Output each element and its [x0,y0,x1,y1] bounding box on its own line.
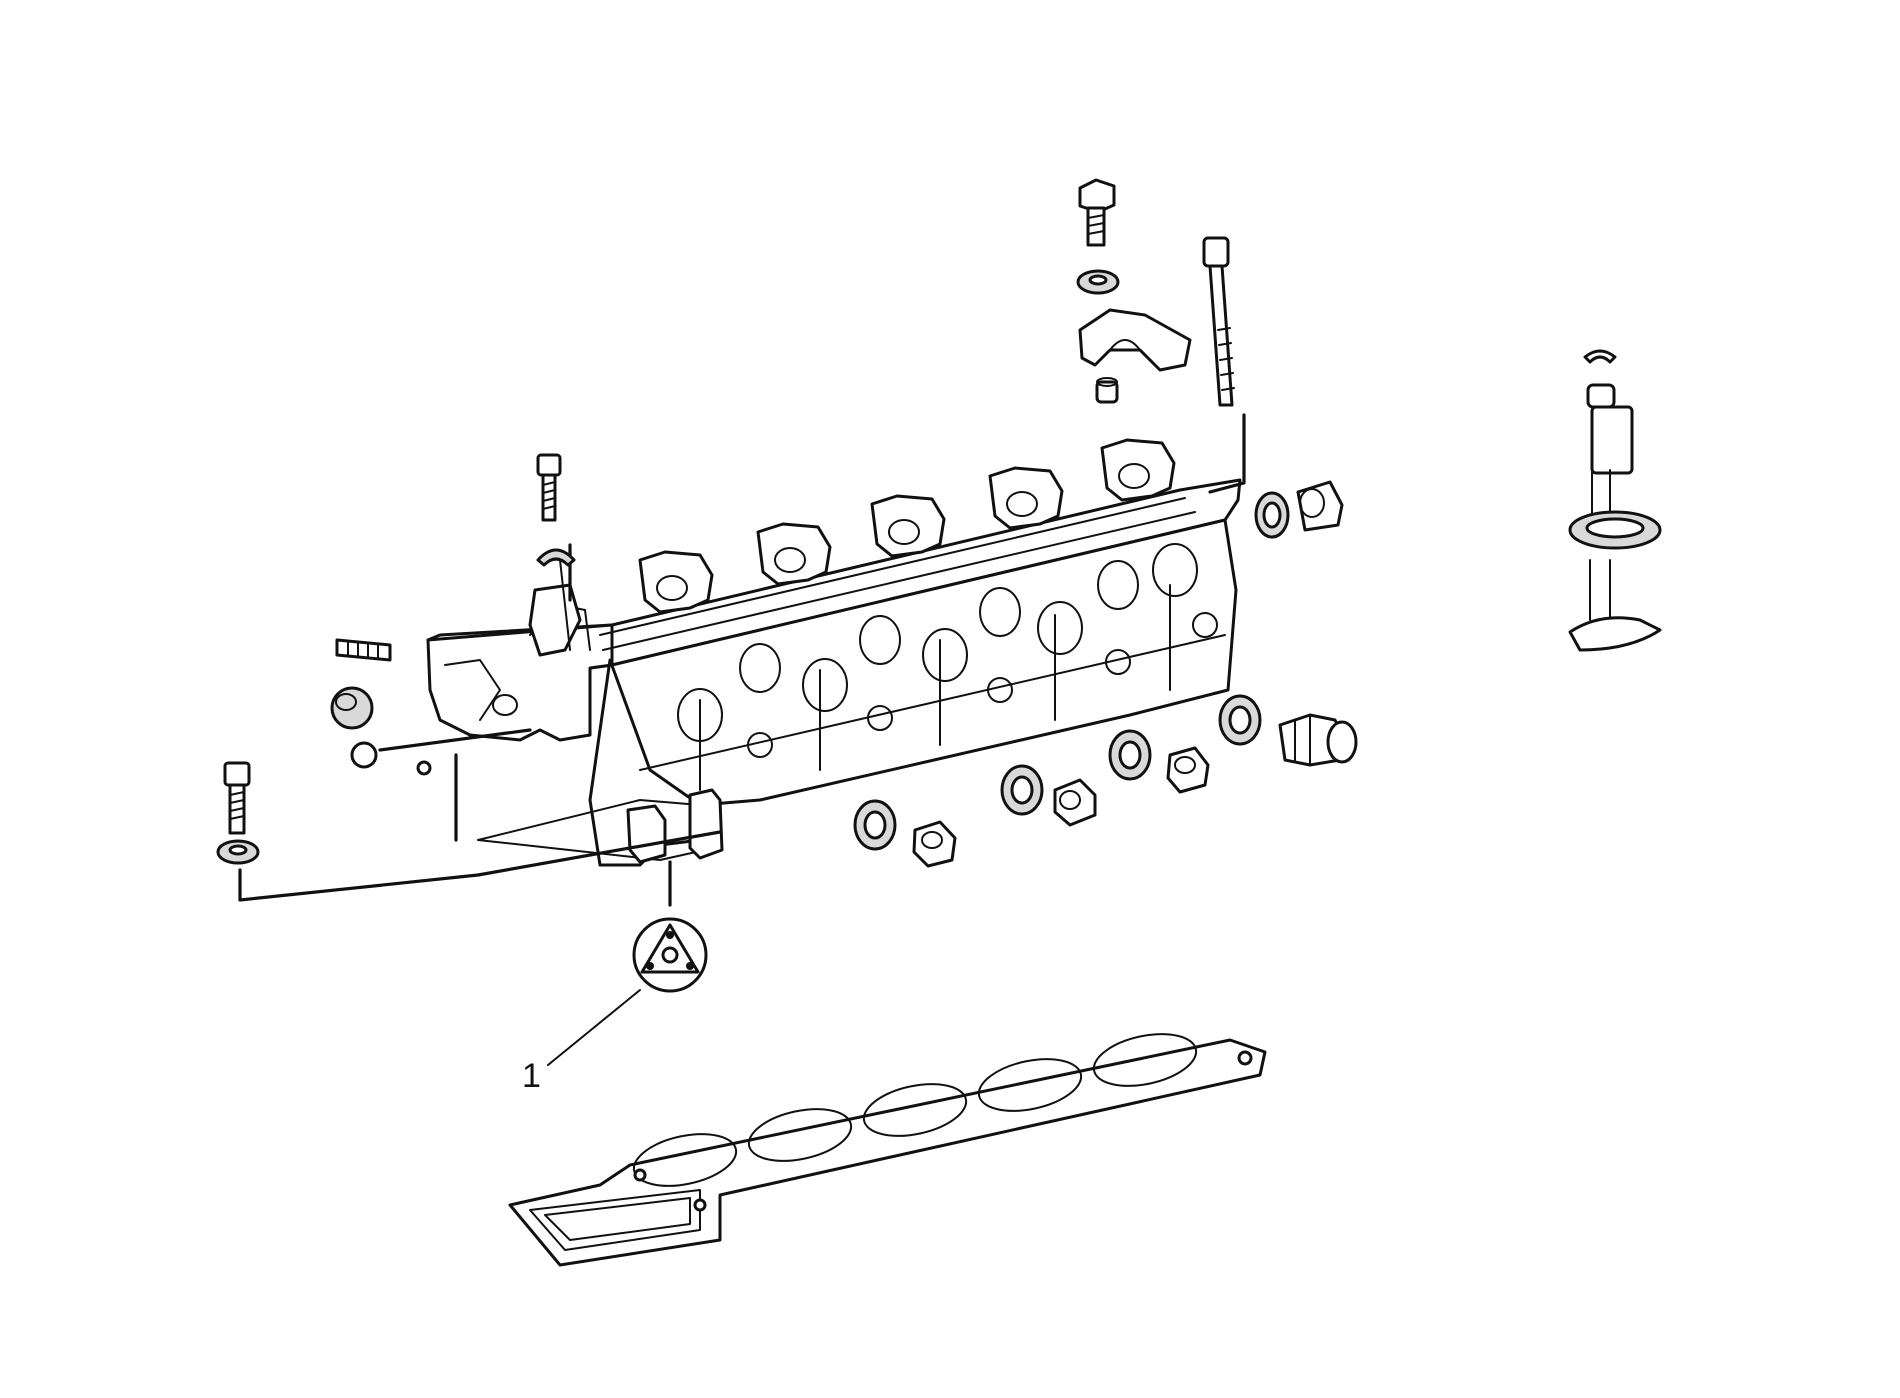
washer-left-lower [216,839,260,865]
ports [639,543,1226,791]
valve-assembly [1568,349,1662,652]
washer-top [1076,269,1120,295]
hex-nut-a [1166,746,1210,794]
detail-plug-circle [632,917,708,993]
bearing-caps [638,438,1176,614]
plug-cap-left [330,686,374,730]
bearing-cap-top [1078,308,1192,372]
seal-ring-mid [1218,694,1262,746]
callout-1: 1 [522,989,641,1095]
hex-bolt-top [1078,178,1116,247]
long-head-bolt [1202,236,1235,407]
leader-lines [238,413,1246,907]
seal-ring-c [853,799,897,851]
dowel-sleeve-top [1095,377,1119,404]
seal-ring-b [1000,764,1044,816]
seal-ring-upper [1254,491,1290,539]
cylinder-head [426,438,1242,867]
plug-upper [1296,480,1344,532]
threaded-adapter [1278,713,1358,767]
head-gasket [508,1033,1267,1267]
hex-nut-c [912,820,957,868]
callout-label-1: 1 [522,1057,541,1095]
seal-ring-a [1108,729,1152,781]
plug-b [1053,778,1097,827]
oring-small-left [350,741,432,776]
bolt-left-lower [223,761,251,835]
head-bolt-left-top [536,453,562,522]
stud-left [335,638,392,662]
bearing-shell-small [536,548,576,567]
